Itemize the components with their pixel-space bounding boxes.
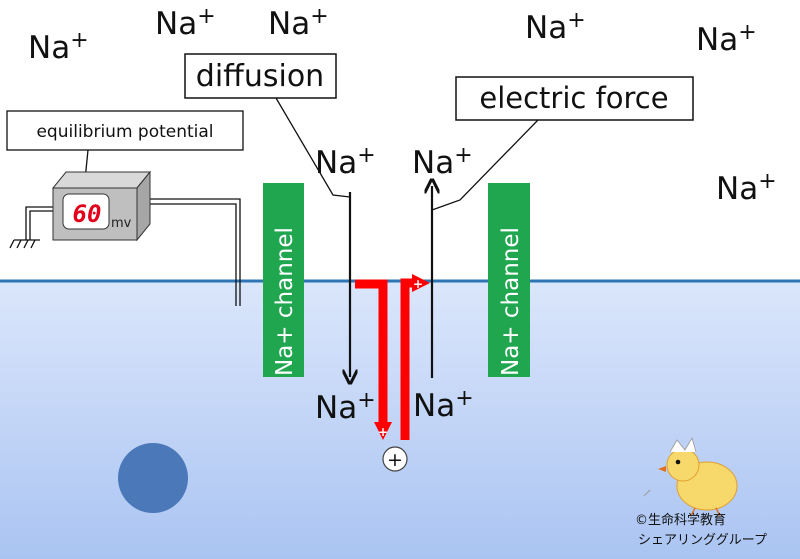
chick-mascot-icon — [643, 436, 738, 517]
diffusion-label: diffusion — [196, 59, 324, 94]
sodium-channel-right-label: Na+ channel — [498, 227, 524, 376]
meter-probe-wire — [150, 198, 241, 306]
svg-text:+: + — [413, 277, 423, 291]
electric-force-leader-line — [431, 119, 539, 211]
intracellular-region — [0, 281, 800, 559]
diffusion-leader-line — [275, 97, 351, 198]
credit-line-2: シェアリンググループ — [638, 533, 767, 548]
voltmeter — [51, 170, 152, 242]
sodium-channel-left — [263, 183, 304, 377]
sodium-ion-top-5: Na+ — [696, 20, 757, 58]
sodium-ion-top-2: Na+ — [155, 4, 216, 42]
electric-force-label-box — [455, 76, 694, 121]
sodium-ion-channel-left-bottom: Na+ — [315, 388, 376, 426]
svg-text:+: + — [378, 425, 388, 439]
voltmeter-reading: 60 — [73, 200, 102, 228]
positive-charge — [382, 446, 408, 472]
sodium-ion-top-4: Na+ — [525, 8, 586, 46]
sodium-ion-top-3: Na+ — [268, 4, 329, 42]
electric-force-label: electric force — [479, 81, 668, 115]
equilibrium-potential-label: equilibrium potential — [36, 122, 213, 142]
credit-line-1: ©生命科学教育 — [635, 512, 726, 528]
equilibrium-potential-label-box — [6, 110, 244, 151]
sodium-channel-left-label: Na+ channel — [272, 227, 298, 376]
charge-flow-arrow-out: + — [400, 274, 430, 440]
positive-charge-symbol: + — [387, 449, 403, 471]
voltmeter-display — [62, 193, 110, 230]
sodium-channel-right — [488, 183, 530, 377]
diffusion-label-box — [184, 53, 337, 99]
sodium-ion-channel-left-top: Na+ — [315, 143, 376, 181]
ground-icon — [9, 239, 36, 249]
sodium-ion-top-6: Na+ — [716, 169, 777, 207]
ground-wire — [14, 206, 53, 241]
intracellular-particle — [118, 443, 188, 513]
voltmeter-unit: mv — [111, 216, 132, 231]
charge-flow-arrow-in: + — [355, 279, 392, 440]
sodium-ion-channel-right-top: Na+ — [412, 143, 473, 181]
sodium-ion-channel-right-bottom: Na+ — [413, 386, 474, 424]
sodium-ion-top-1: Na+ — [28, 28, 89, 66]
